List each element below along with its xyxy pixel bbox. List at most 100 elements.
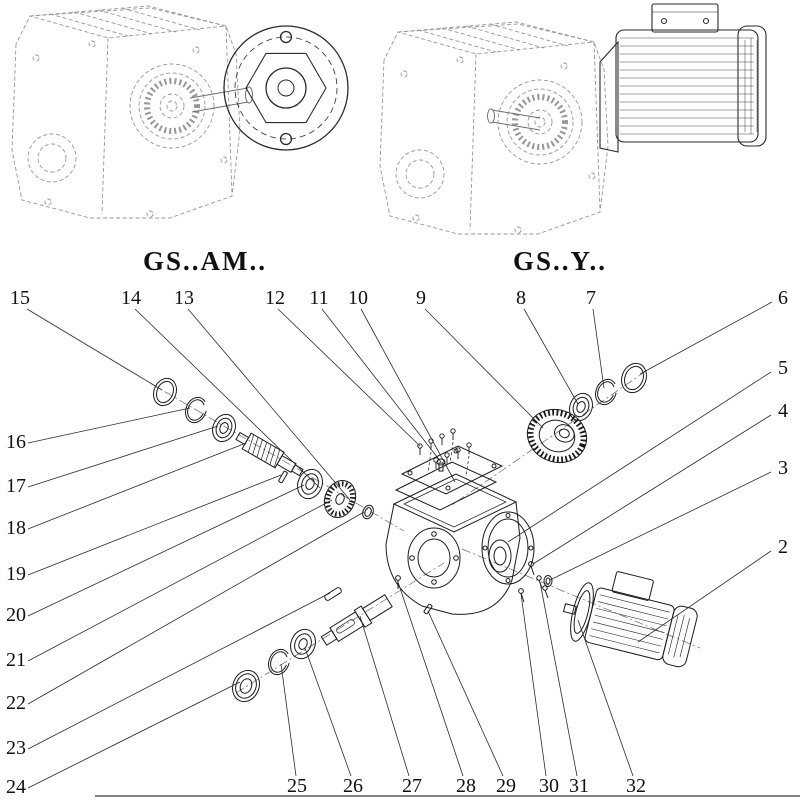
part-housing [385, 473, 521, 615]
part-circlip-25 [268, 648, 290, 676]
leader-line-11 [321, 308, 442, 463]
callout-2: 2 [778, 536, 788, 558]
output-flange-drawing [223, 25, 349, 151]
leader-line-15 [26, 308, 163, 391]
leader-line-30 [520, 593, 547, 777]
part-bearing-26 [290, 628, 316, 660]
part-shim-ring-6 [621, 362, 647, 394]
callout-20: 20 [6, 604, 26, 626]
leader-line-32 [577, 619, 634, 777]
leader-line-24 [27, 681, 241, 789]
callout-7: 7 [586, 287, 596, 309]
callout-12: 12 [265, 287, 285, 309]
leader-line-19 [27, 474, 282, 576]
leader-line-17 [27, 425, 219, 488]
leader-line-21 [27, 499, 333, 662]
callout-30: 30 [539, 775, 559, 797]
part-bearing-17 [212, 413, 236, 443]
gearbox-housing-outline-right [380, 22, 608, 234]
leader-line-22 [27, 511, 365, 705]
leader-line-8 [523, 308, 579, 405]
part-bolt-30 [518, 588, 525, 603]
part-bolts-31 [536, 575, 549, 599]
part-seal-24 [232, 669, 260, 703]
callout-28: 28 [456, 775, 476, 797]
callout-11: 11 [309, 287, 328, 309]
gearbox-housing-outline [12, 6, 240, 218]
leader-line-6 [639, 301, 773, 375]
callout-32: 32 [626, 775, 646, 797]
center-axes [149, 370, 701, 694]
leader-line-9 [424, 308, 544, 429]
callout-29: 29 [496, 775, 516, 797]
leader-line-20 [27, 484, 305, 617]
part-cover-gasket [394, 461, 498, 511]
part-bolt-28 [395, 575, 401, 589]
part-pin-19 [278, 470, 288, 484]
part-helical-gear-9 [526, 409, 588, 463]
leader-line-31 [539, 581, 578, 777]
leader-line-3 [549, 471, 772, 581]
leader-line-28 [397, 581, 464, 777]
leader-line-25 [280, 663, 297, 777]
callout-3: 3 [778, 457, 788, 479]
callout-22: 22 [6, 692, 26, 714]
part-bearing-8 [569, 392, 593, 422]
part-worm-wheel-21 [323, 480, 357, 518]
callout-16: 16 [6, 431, 26, 453]
part-seal-ring-15 [153, 377, 177, 407]
part-pin-29 [423, 603, 433, 615]
callout-5: 5 [778, 357, 788, 379]
callout-15: 15 [10, 287, 30, 309]
callout-4: 4 [778, 400, 788, 422]
model-label-gsy: GS..Y.. [512, 246, 608, 276]
callout-26: 26 [343, 775, 363, 797]
leader-line-18 [27, 442, 247, 530]
output-shaft-drawing [487, 108, 541, 131]
leader-line-4 [532, 414, 772, 565]
callout-27: 27 [402, 775, 422, 797]
leader-line-12 [277, 308, 421, 447]
leader-line-14 [134, 308, 321, 489]
leader-line-7 [592, 308, 605, 389]
callout-10: 10 [348, 287, 368, 309]
leader-line-10 [360, 308, 456, 483]
callout-17: 17 [6, 475, 26, 497]
callout-18: 18 [6, 517, 26, 539]
callout-21: 21 [6, 649, 26, 671]
leader-line-26 [304, 647, 352, 777]
gearbox-motor-figure [380, 3, 767, 234]
exploded-view [149, 362, 701, 703]
part-washer-3 [543, 575, 553, 587]
leader-line-27 [359, 615, 410, 777]
part-output-shaft-27 [320, 594, 393, 646]
leader-line-5 [507, 371, 772, 543]
part-motor-2 [562, 571, 698, 668]
part-output-cover-5 [481, 511, 535, 585]
callout-25: 25 [287, 775, 307, 797]
callout-14: 14 [121, 287, 141, 309]
gearbox-flange-figure [12, 6, 349, 218]
part-circlip-7 [595, 378, 617, 406]
callout-23: 23 [6, 737, 26, 759]
model-label-gsam: GS..AM.. [143, 246, 267, 276]
leader-line-23 [27, 592, 331, 750]
part-bearing-20 [297, 468, 323, 500]
part-circlip-16 [185, 396, 207, 424]
callout-13: 13 [174, 287, 194, 309]
part-oring-22 [362, 504, 374, 520]
leader-line-13 [187, 308, 351, 501]
callout-9: 9 [416, 287, 426, 309]
part-cover-bolts-12 [417, 428, 472, 477]
part-worm-shaft-18 [235, 431, 304, 477]
leader-line-2 [637, 550, 772, 643]
callout-24: 24 [6, 776, 26, 798]
input-shaft-drawing [189, 86, 253, 113]
callout-6: 6 [778, 287, 788, 309]
callout-31: 31 [569, 775, 589, 797]
part-cover-plate-10 [400, 445, 504, 495]
motor-drawing [599, 3, 767, 153]
